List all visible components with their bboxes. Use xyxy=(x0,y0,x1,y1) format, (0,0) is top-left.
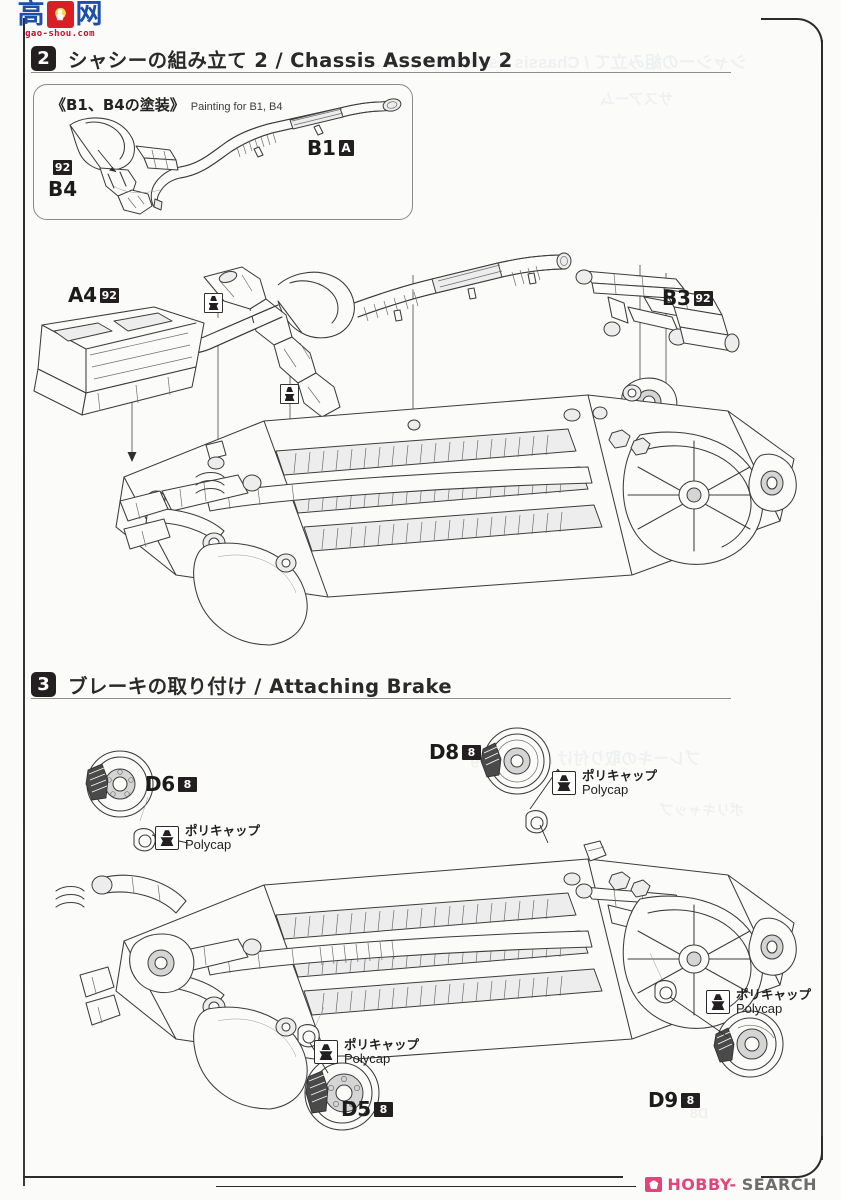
part-label-b1: B1 A xyxy=(307,138,354,158)
part-chip-color: 8 xyxy=(373,1101,393,1117)
flame-seal-icon xyxy=(46,1,74,28)
part-label-d8: D8 8 xyxy=(429,742,481,762)
polycap-note-d5: ポリキャップ Polycap xyxy=(314,1038,419,1067)
polycap-icon xyxy=(155,826,179,851)
step-number-badge: 2 xyxy=(31,46,56,71)
section-title: ブレーキの取り付け / Attaching Brake xyxy=(68,675,452,698)
page-corner-top-right xyxy=(761,18,823,60)
painting-title-jp: 《B1、B4の塗装》 xyxy=(51,96,185,114)
painting-callout-box: 《B1、B4の塗装》 Painting for B1, B4 xyxy=(33,84,413,220)
polycap-label-jp: ポリキャップ xyxy=(185,823,261,838)
page-border-bottom xyxy=(23,1176,623,1178)
section-rule xyxy=(31,698,731,699)
painting-title-en: Painting for B1, B4 xyxy=(190,101,283,113)
polycap-icon xyxy=(314,1040,338,1065)
brand-text-primary: HOBBY- xyxy=(667,1175,737,1194)
painting-callout-title: 《B1、B4の塗装》 Painting for B1, B4 xyxy=(51,94,282,115)
watermark-char-2: 网 xyxy=(75,0,103,30)
hobby-search-watermark: HOBBY- SEARCH xyxy=(645,1175,817,1194)
part-chip-color: 92 xyxy=(693,290,713,306)
polycap-icon xyxy=(552,771,576,796)
part-name: D9 xyxy=(648,1088,678,1112)
polycap-label-jp: ポリキャップ xyxy=(582,768,658,783)
part-label-b4: 92 B4 xyxy=(48,160,77,201)
part-label-d6: D6 8 xyxy=(145,774,197,794)
watermark-char-1: 高 xyxy=(17,0,45,30)
page-border-left xyxy=(23,18,25,1186)
section-header-3: 3 ブレーキの取り付け / Attaching Brake xyxy=(31,670,452,699)
part-label-b3: B3 92 xyxy=(662,288,713,308)
part-name: D5 xyxy=(341,1097,371,1121)
part-chip-color: 8 xyxy=(461,744,481,760)
section-header-2: 2 シャシーの組み立て 2 / Chassis Assembly 2 xyxy=(31,44,513,73)
part-label-a4: A4 92 xyxy=(68,285,119,305)
polycap-marker-icon xyxy=(204,293,223,313)
page-corner-bottom-right xyxy=(761,1136,823,1178)
section-rule xyxy=(31,72,731,73)
polycap-icon xyxy=(706,990,730,1015)
polycap-label-en: Polycap xyxy=(582,782,629,797)
site-watermark: 高 网 gao-shou.com xyxy=(8,1,112,43)
hobby-search-logo-icon xyxy=(645,1177,663,1192)
part-chip-color: 8 xyxy=(177,776,197,792)
brand-text-secondary: SEARCH xyxy=(741,1175,817,1194)
part-chip-color: 92 xyxy=(53,160,73,175)
polycap-note-d8: ポリキャップ Polycap xyxy=(552,769,657,798)
step-number-badge: 3 xyxy=(31,672,56,697)
part-name: A4 xyxy=(68,283,97,307)
polycap-label-jp: ポリキャップ xyxy=(344,1037,420,1052)
part-label-d9: D9 8 xyxy=(648,1090,700,1110)
part-name: B1 xyxy=(307,136,336,160)
polycap-note-d9: ポリキャップ Polycap xyxy=(706,988,811,1017)
part-name: D6 xyxy=(145,772,175,796)
part-chip-color: 8 xyxy=(680,1092,700,1108)
part-name: D8 xyxy=(429,740,459,764)
polycap-label-jp: ポリキャップ xyxy=(736,987,812,1002)
page-border-right xyxy=(821,40,823,1160)
part-name: B3 xyxy=(662,286,691,310)
part-label-d5: D5 8 xyxy=(341,1099,393,1119)
section-title: シャシーの組み立て 2 / Chassis Assembly 2 xyxy=(68,49,513,72)
part-chip-color: A xyxy=(338,140,354,156)
part-name: B4 xyxy=(48,177,78,201)
polycap-note-d6: ポリキャップ Polycap xyxy=(155,824,260,853)
footer-rule xyxy=(216,1185,636,1187)
polycap-label-en: Polycap xyxy=(185,837,232,852)
part-chip-color: 92 xyxy=(99,287,119,303)
polycap-label-en: Polycap xyxy=(736,1001,783,1016)
polycap-marker-icon xyxy=(280,384,299,404)
watermark-url: gao-shou.com xyxy=(25,29,95,39)
polycap-label-en: Polycap xyxy=(344,1051,391,1066)
